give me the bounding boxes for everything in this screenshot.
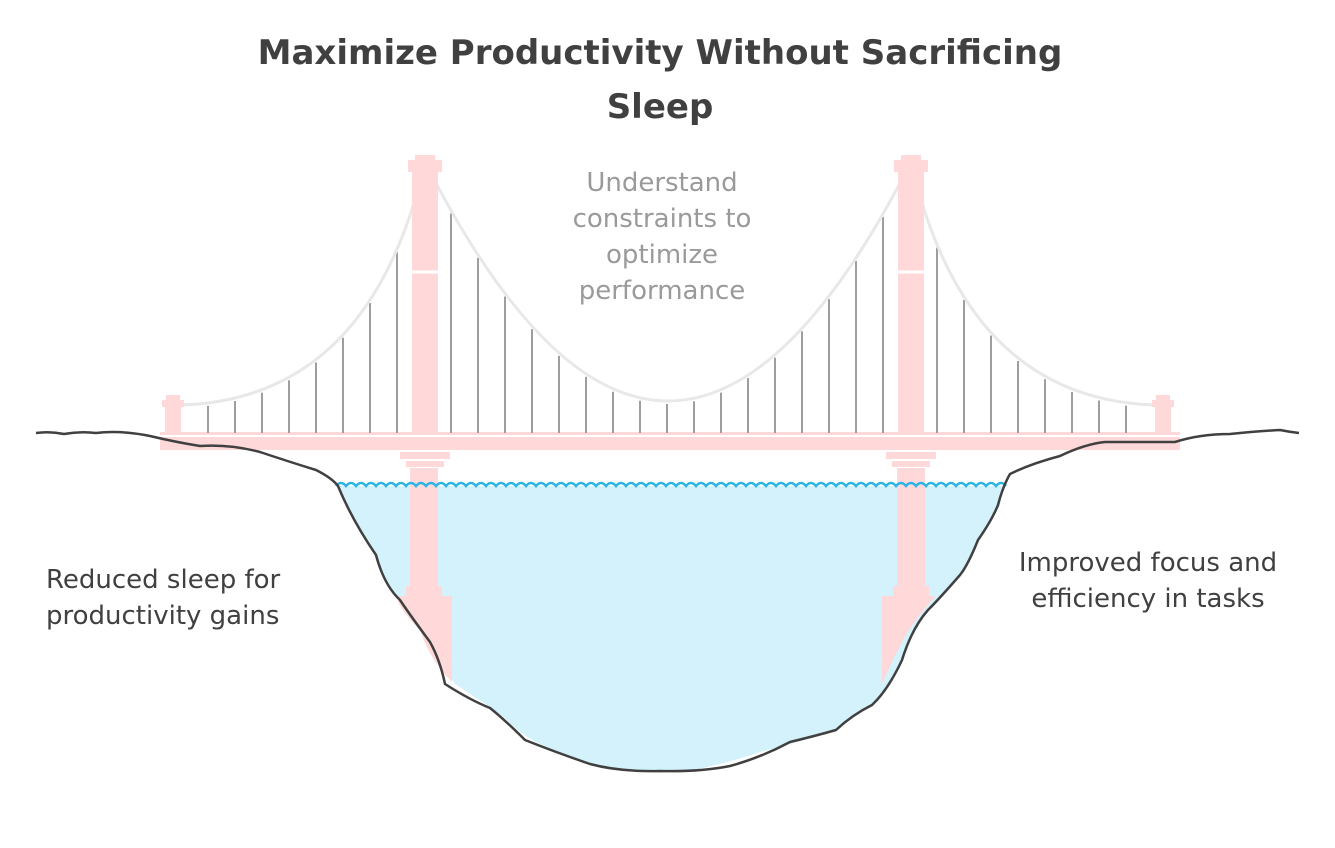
right-tower <box>894 155 928 434</box>
diagram-title: Maximize Productivity Without Sacrificin… <box>257 33 1063 127</box>
suspender-cables <box>207 213 1127 433</box>
river-water <box>338 486 1003 772</box>
right-pier <box>882 468 936 684</box>
top-note: Understand constraints to optimize perfo… <box>572 168 752 306</box>
right-anchor <box>1152 395 1174 434</box>
main-cable-segment <box>909 161 1157 407</box>
left-anchor <box>162 395 184 434</box>
left-note: Reduced sleep for productivity gains <box>46 565 281 631</box>
pier-caps <box>400 452 936 467</box>
main-cable-segment <box>423 161 913 403</box>
bridge-deck <box>160 432 1180 450</box>
right-note: Improved focus and efficiency in tasks <box>1018 548 1278 614</box>
main-cable-segment <box>179 161 427 407</box>
water-surface-wave <box>335 481 1007 488</box>
left-tower <box>408 155 442 434</box>
main-cables <box>179 161 1157 407</box>
ground-outline <box>35 428 1300 773</box>
